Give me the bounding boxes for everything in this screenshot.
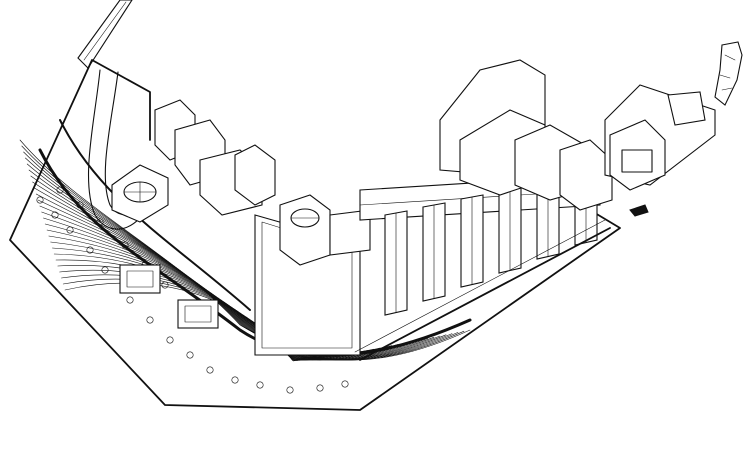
waterfront-edge: [354, 219, 611, 361]
terrain-contour-line: [23, 151, 459, 361]
domed-palace: [279, 194, 371, 266]
tree-dot: [36, 196, 44, 204]
tree-dot: [206, 366, 214, 374]
tree-dot: [56, 186, 64, 194]
terrain-contour-line: [28, 169, 441, 361]
terrain-contour-line: [41, 211, 399, 361]
tree-dot: [76, 201, 84, 209]
terrain-contour-line: [19, 139, 471, 361]
terrain-contour-line: [25, 157, 453, 361]
domed-church: [111, 164, 169, 223]
tree-dot: [186, 351, 194, 359]
tree-dot: [231, 376, 239, 384]
rock-islet: [714, 41, 743, 106]
terrain-contour-line: [30, 175, 435, 361]
site-boundary: [9, 59, 621, 411]
harbor-fortress: [604, 84, 716, 191]
tree-dot: [66, 226, 74, 234]
tree-dot: [96, 218, 104, 226]
tree-dot: [316, 384, 324, 392]
terrain-contour-line: [50, 241, 369, 361]
tree-dot: [341, 380, 349, 388]
boat: [629, 204, 649, 217]
tree-dot: [166, 336, 174, 344]
terrain-contour-line: [32, 181, 429, 361]
tree-dot: [101, 266, 109, 274]
tree-dot: [126, 296, 134, 304]
pier: [77, 0, 133, 69]
tree-clusters: [36, 186, 349, 394]
tree-dot: [286, 386, 294, 394]
tree-dot: [86, 246, 94, 254]
cliffside-houses: [154, 99, 276, 216]
tree-dot: [121, 241, 129, 249]
upper-town-blocks: [439, 59, 613, 211]
terrain-contour-line: [39, 205, 405, 361]
garden-plot-right: [177, 299, 219, 329]
tree-dot: [51, 211, 59, 219]
terrain-contour-line: [21, 145, 465, 361]
tree-dot: [161, 281, 169, 289]
tree-dot: [146, 316, 154, 324]
tree-dot: [256, 381, 264, 389]
garden-plot-left: [119, 264, 161, 294]
terrain-contour-line: [44, 223, 387, 361]
